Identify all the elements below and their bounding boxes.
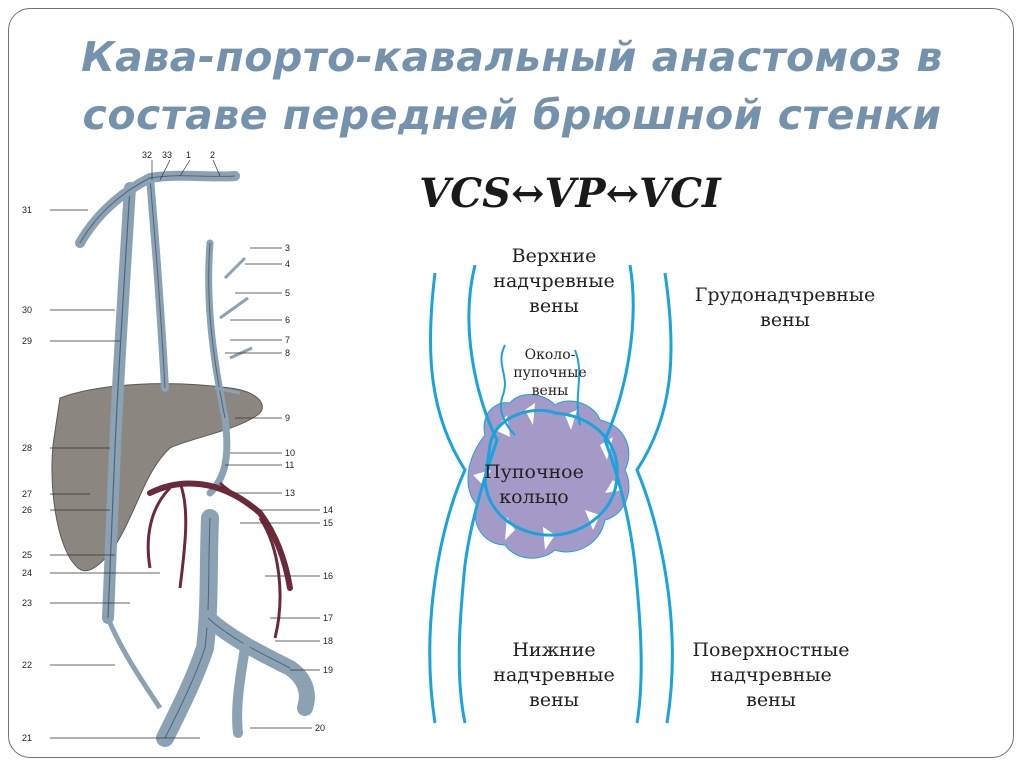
- anatomy-num-33: 33: [162, 150, 172, 160]
- label-paraumbilical-veins: Около- пупочные вены: [495, 346, 605, 400]
- label-line: надчревные: [493, 270, 615, 292]
- title-line-1: Кава-порто-кавальный анастомоз в: [81, 33, 943, 81]
- label-line: Поверхностные: [692, 639, 850, 661]
- anatomy-num-26: 26: [22, 505, 32, 515]
- anatomy-num-32: 32: [142, 150, 152, 160]
- label-superficial-epigastric-veins: Поверхностные надчревные вены: [668, 638, 874, 713]
- anatomy-num-23: 23: [22, 598, 32, 608]
- label-line: Около-: [524, 347, 576, 363]
- slide-title: Кава-порто-кавальный анастомоз в составе…: [20, 28, 1004, 144]
- label-line: надчревные: [710, 664, 832, 686]
- anatomy-num-24: 24: [22, 568, 32, 578]
- anatomy-num-2: 2: [210, 150, 215, 160]
- label-line: кольцо: [499, 486, 569, 508]
- anatomy-num-20: 20: [315, 723, 325, 733]
- anatomy-num-4: 4: [285, 259, 290, 269]
- anastomosis-schematic: [428, 265, 674, 724]
- anatomy-num-19: 19: [323, 665, 333, 675]
- anatomy-num-9: 9: [285, 413, 290, 423]
- label-line: Грудонадчревные: [694, 284, 876, 306]
- anatomy-num-5: 5: [285, 288, 290, 298]
- title-line-2: составе передней брюшной стенки: [82, 91, 942, 139]
- anatomy-num-28: 28: [22, 443, 32, 453]
- right-vein-branch: [205, 239, 231, 497]
- liver-shape: [51, 383, 263, 571]
- anatomy-num-3: 3: [285, 243, 290, 253]
- anatomy-num-14: 14: [323, 505, 333, 515]
- label-line: вены: [531, 383, 569, 399]
- label-inferior-epigastric-veins: Нижние надчревные вены: [470, 638, 638, 713]
- anatomy-num-31: 31: [22, 205, 32, 215]
- vessel-left-inner: [457, 265, 499, 724]
- label-line: пупочные: [513, 365, 587, 381]
- label-thoracoepigastric-veins: Грудонадчревные вены: [670, 283, 900, 333]
- anatomy-num-18: 18: [323, 636, 333, 646]
- anatomy-num-17: 17: [323, 613, 333, 623]
- anatomy-num-25: 25: [22, 550, 32, 560]
- anatomy-num-22: 22: [22, 660, 32, 670]
- inferior-vena-cava: [156, 509, 219, 747]
- slide-frame: [8, 8, 1014, 758]
- label-line: Пупочное: [484, 461, 584, 483]
- anatomy-num-30: 30: [22, 305, 32, 315]
- anatomy-num-15: 15: [323, 518, 333, 528]
- label-line: вены: [529, 295, 579, 317]
- anatomy-num-21: 21: [22, 733, 32, 743]
- label-line: Нижние: [512, 639, 596, 661]
- anatomy-num-27: 27: [22, 489, 32, 499]
- paraumbilical-vein-line: [499, 344, 516, 436]
- label-line: вены: [760, 309, 810, 331]
- anatomy-num-7: 7: [285, 335, 290, 345]
- formula-vcs-vp-vci: VCS↔VP↔VCI: [419, 170, 721, 217]
- anatomy-illustration: 31 30 29 28 27 26 25 24 23 22 21 3 4 5 6…: [22, 150, 333, 747]
- anatomy-num-29: 29: [22, 336, 32, 346]
- label-line: вены: [746, 689, 796, 711]
- anatomy-num-8: 8: [285, 348, 290, 358]
- anatomy-num-13: 13: [285, 488, 295, 498]
- label-line: вены: [529, 689, 579, 711]
- anatomy-num-10: 10: [285, 448, 295, 458]
- label-line: Верхние: [511, 245, 597, 267]
- vessel-right-inner: [603, 265, 643, 724]
- anatomy-num-6: 6: [285, 315, 290, 325]
- iliac-vein: [200, 610, 315, 716]
- vessel-right-outer: [635, 272, 674, 724]
- vessel-left-outer: [428, 272, 467, 724]
- label-umbilical-ring: Пупочное кольцо: [470, 460, 598, 510]
- anatomy-num-11: 11: [285, 460, 294, 470]
- anatomy-num-16: 16: [323, 571, 333, 581]
- anatomy-num-1: 1: [186, 150, 191, 160]
- label-line: надчревные: [493, 664, 615, 686]
- label-superior-epigastric-veins: Верхние надчревные вены: [470, 244, 638, 319]
